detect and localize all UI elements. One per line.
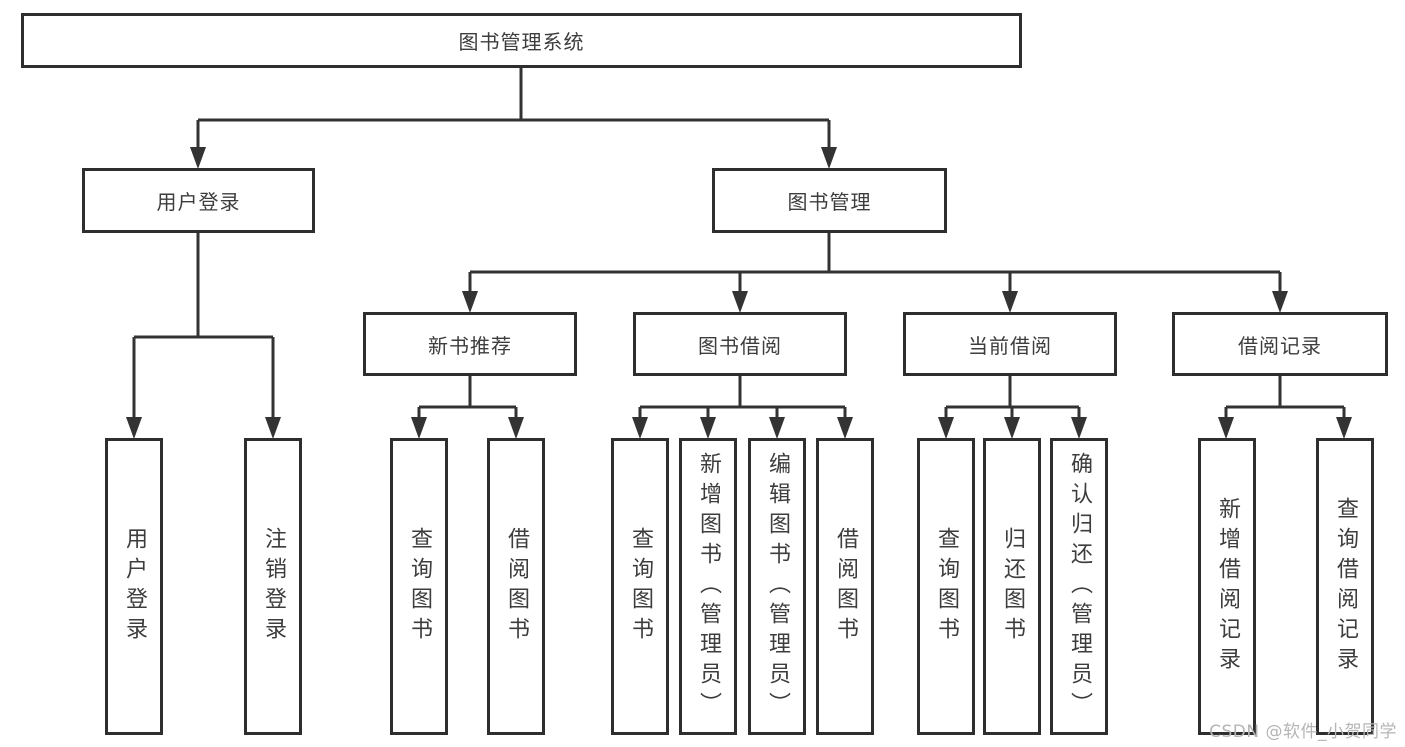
node-library-management-system: 图书管理系统 xyxy=(21,13,1022,68)
node-leaf-query-books: 查询图书 xyxy=(917,438,975,735)
node-label: 查询借阅记录 xyxy=(1333,496,1358,677)
node-label: 用户登录 xyxy=(122,526,147,647)
node-leaf-confirm-return-admin: 确认归还（管理员） xyxy=(1050,438,1108,735)
node-leaf-user-login: 用户登录 xyxy=(105,438,163,735)
node-label: 图书管理系统 xyxy=(458,30,585,54)
node-label: 图书借阅 xyxy=(698,333,782,358)
arrowheads xyxy=(126,147,1352,439)
node-label: 当前借阅 xyxy=(968,333,1052,358)
csdn-watermark: CSDN @软件_小贺同学 xyxy=(1209,722,1397,742)
node-label: 新增图书（管理员） xyxy=(696,451,721,722)
node-leaf-query-borrow-record: 查询借阅记录 xyxy=(1316,438,1374,735)
node-label: 用户登录 xyxy=(156,190,241,214)
node-book-borrowing: 图书借阅 xyxy=(633,312,847,376)
node-leaf-logout: 注销登录 xyxy=(244,438,302,735)
node-label: 借阅图书 xyxy=(833,526,858,647)
node-label: 借阅记录 xyxy=(1238,333,1322,358)
node-label: 新增借阅记录 xyxy=(1215,496,1240,677)
node-label: 查询图书 xyxy=(628,526,653,647)
node-leaf-borrow-books: 借阅图书 xyxy=(816,438,874,735)
node-leaf-borrow-books: 借阅图书 xyxy=(487,438,545,735)
node-leaf-edit-books-admin: 编辑图书（管理员） xyxy=(748,438,806,735)
node-label: 查询图书 xyxy=(407,526,432,647)
node-user-login: 用户登录 xyxy=(82,168,315,233)
node-leaf-add-books-admin: 新增图书（管理员） xyxy=(679,438,737,735)
node-label: 确认归还（管理员） xyxy=(1067,451,1092,722)
node-label: 借阅图书 xyxy=(504,526,529,647)
node-leaf-query-books: 查询图书 xyxy=(390,438,448,735)
node-label: 查询图书 xyxy=(934,526,959,647)
node-label: 注销登录 xyxy=(261,526,286,647)
node-label: 图书管理 xyxy=(787,190,872,214)
node-leaf-return-books: 归还图书 xyxy=(983,438,1041,735)
node-leaf-add-borrow-record: 新增借阅记录 xyxy=(1198,438,1256,735)
node-borrowing-records: 借阅记录 xyxy=(1172,312,1388,376)
node-label: 编辑图书（管理员） xyxy=(765,451,790,722)
node-book-management: 图书管理 xyxy=(712,168,947,233)
node-current-borrowing: 当前借阅 xyxy=(903,312,1117,376)
node-label: 新书推荐 xyxy=(428,333,512,358)
node-leaf-query-books: 查询图书 xyxy=(611,438,669,735)
node-label: 归还图书 xyxy=(1000,526,1025,647)
node-new-book-recommendation: 新书推荐 xyxy=(363,312,577,376)
